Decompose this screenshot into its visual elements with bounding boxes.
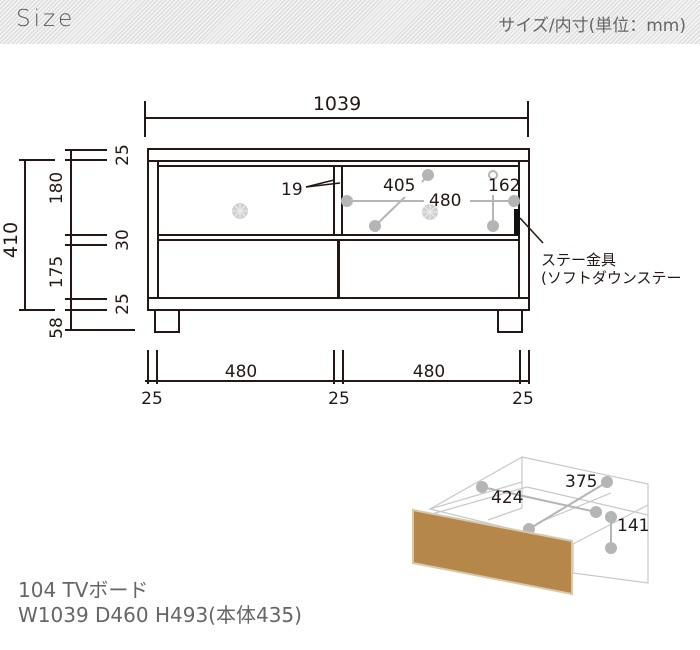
stay-fitting-icon [514,209,520,235]
drawer-inner-depth-value: 405 [383,176,415,196]
lower-section-value: 175 [47,256,67,288]
left-opening-value: 480 [225,362,257,382]
drawer-front-panel [412,508,573,596]
stay-fitting-sublabel: (ソフトダウンステー [541,269,682,287]
middle-shelf-value: 30 [113,229,133,251]
divider-thickness-value: 19 [281,180,303,200]
upper-section-value: 180 [47,172,67,204]
left-leg [154,309,180,333]
overall-width-dimension [144,101,529,137]
unit-label: サイズ/内寸(単位：mm) [498,16,686,36]
knob-icon [422,204,438,220]
stay-leader-line [519,217,544,244]
drawer-inner-width-value: 480 [429,191,461,211]
bottom-board-value: 25 [113,293,133,315]
section-header: Size サイズ/内寸(単位：mm) [0,0,700,44]
divider-leader-line [305,179,341,188]
knob-icon [232,203,248,219]
top-board-value: 25 [113,144,133,166]
product-name: 104 TVボード [18,578,149,602]
product-info: 104 TVボード W1039 D460 H493(本体435) [18,578,302,628]
width-dimension-lines [145,350,530,384]
drawer-inner-height-value: 162 [488,176,520,196]
stay-fitting-label: ステー金具 [541,251,616,269]
inner-dimension-markers [341,169,520,232]
product-dimensions: W1039 D460 H493(本体435) [18,603,302,627]
drawer-inner-depth-value: 375 [565,472,597,492]
height-dimension-lines [19,149,135,331]
cabinet-body [147,148,530,333]
legs-height-value: 58 [47,317,67,339]
right-side-value: 25 [512,389,534,409]
left-side-value: 25 [141,389,163,409]
right-opening-value: 480 [413,362,445,382]
right-leg [497,309,523,333]
drawer-inner-height-value: 141 [617,516,649,536]
drawer-inner-markers [476,476,617,554]
overall-width-value: 1039 [313,93,361,115]
section-title: Size [16,6,76,32]
center-divider-value: 25 [328,389,350,409]
drawer-inner-width-value: 424 [491,488,523,508]
total-body-height-value: 410 [0,222,22,258]
